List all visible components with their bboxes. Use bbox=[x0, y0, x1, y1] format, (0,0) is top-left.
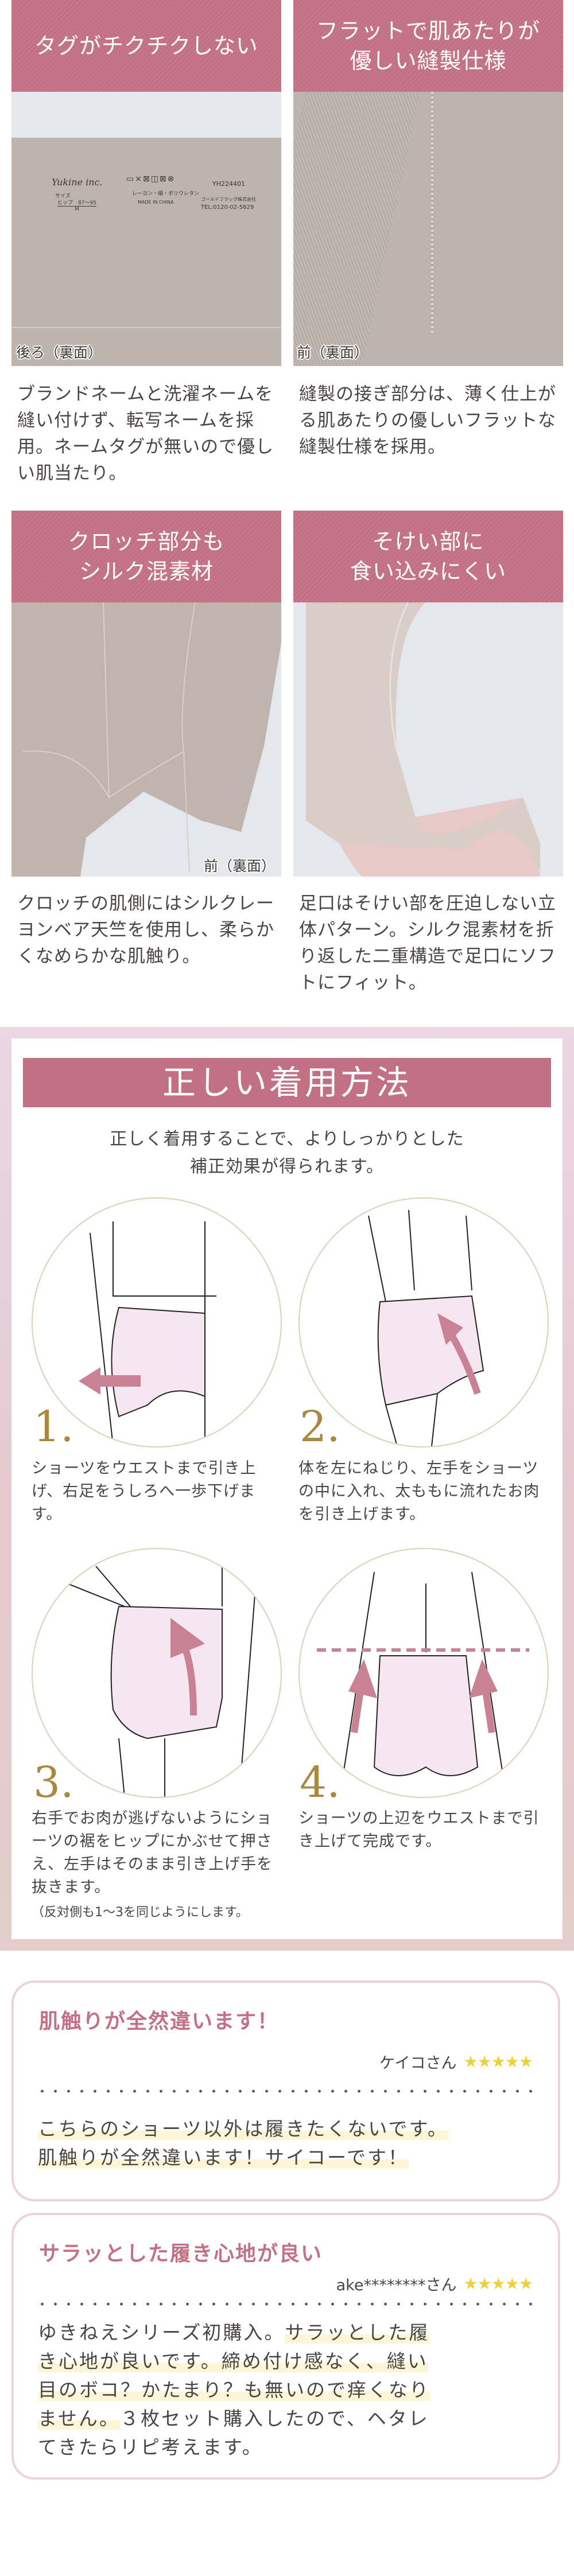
tag-brand: Yukine inc. bbox=[52, 177, 103, 188]
crotch-illustration bbox=[11, 602, 281, 877]
feature-header: タグがチクチクしない bbox=[11, 0, 281, 92]
highlighted-text: 肌触りが全然違います！サイコーです！ bbox=[38, 2146, 409, 2169]
feature-panel-crotch: クロッチ部分も シルク混素材 前（裏面） クロッチの肌側にはシルクレーヨンベア天… bbox=[11, 511, 281, 1004]
star-rating-icon: ★★★★★ bbox=[463, 2274, 533, 2293]
feature-header: フラットで肌あたりが 優しい縫製仕様 bbox=[293, 0, 563, 92]
review-body: ゆきねえシリーズ初購入。サラッとした履 き心地が良いです。締め付け感なく、縫い … bbox=[38, 2318, 543, 2462]
photo-caption: 前（裏面） bbox=[297, 344, 369, 361]
step-number: 1. bbox=[33, 1402, 74, 1452]
star-rating-icon: ★★★★★ bbox=[463, 2052, 533, 2071]
product-photo-seam: 前（裏面） bbox=[293, 92, 563, 366]
step-text: ショーツをウエストまで引き上げ、右足をうしろへ一歩下げます。 bbox=[32, 1460, 257, 1523]
seam-line bbox=[11, 327, 281, 328]
plain-text: ゆきねえシリーズ初購入。 bbox=[38, 2321, 285, 2344]
step-text: ショーツの上辺をウエストまで引き上げて完成です。 bbox=[298, 1810, 540, 1850]
step-1-illustration bbox=[32, 1197, 282, 1447]
highlighted-text: ません。 bbox=[38, 2407, 121, 2430]
feature-description: 縫製の接ぎ部分は、薄く仕上がる肌あたりの優しいフラットな縫製仕様を採用。 bbox=[299, 384, 556, 457]
product-photo-tag: Yukine inc. ▭⨯⊠◫⊠⊗ YH224401 レーヨン・絹・ポリウレタ… bbox=[11, 92, 281, 366]
feature-description: 足口はそけい部を圧迫しない立体パターン。シルク混素材を折り返した二重構造で足口に… bbox=[299, 893, 556, 993]
feature-header: そけい部に 食い込みにくい bbox=[293, 511, 563, 602]
ribbed-fabric bbox=[293, 92, 420, 366]
leg-illustration bbox=[306, 602, 540, 877]
tag-code: YH224401 bbox=[212, 180, 245, 188]
step-2-illustration bbox=[298, 1197, 549, 1447]
reviewer-name: ake********さん bbox=[336, 2277, 457, 2294]
back-view-hand-figure bbox=[67, 1561, 257, 1797]
tag-origin: MADE IN CHINA bbox=[138, 200, 174, 205]
side-view-figure bbox=[79, 1221, 216, 1446]
back-view-complete-figure bbox=[317, 1571, 529, 1797]
feature-description: クロッチの肌側にはシルクレーヨンベア天竺を使用し、柔らかくなめらかな肌触り。 bbox=[17, 893, 274, 967]
tag-size: M bbox=[75, 207, 79, 212]
step-number: 3. bbox=[33, 1758, 74, 1807]
feature-description: ブランドネームと洗濯ネームを縫い付けず、転写ネームを採用。ネームタグが無いので優… bbox=[17, 384, 274, 484]
twist-figure bbox=[368, 1209, 484, 1446]
photo-caption: 後ろ（裏面） bbox=[16, 344, 103, 361]
highlighted-text: サラッとした履 bbox=[285, 2321, 430, 2344]
step-4-illustration bbox=[298, 1548, 549, 1798]
step-number: 4. bbox=[300, 1758, 340, 1807]
review-card: サラッとした履き心地が良い ake********さん ★★★★★ ゆきねえシリ… bbox=[11, 2213, 560, 2480]
review-title: サラッとした履き心地が良い bbox=[39, 2242, 323, 2266]
highlighted-text: き心地が良いです。締め付け感なく、縫い bbox=[38, 2350, 428, 2372]
highlighted-text: こちらのショーツ以外は履きたくないです。 bbox=[38, 2118, 449, 2140]
tag-size-hip: ヒップ 87～95 bbox=[57, 199, 96, 207]
highlighted-text: 目のボコ？かたまり？も無いので痒くなり bbox=[38, 2379, 430, 2401]
care-symbols-icon: ▭⨯⊠◫⊠⊗ bbox=[126, 174, 176, 184]
review-meta: ake********さん ★★★★★ bbox=[336, 2273, 533, 2295]
step-text: 右手でお肉が逃げないようにショーツの裾をヒップにかぶせて押さえ、左手はそのまま引… bbox=[32, 1810, 273, 1896]
howto-box bbox=[11, 1038, 563, 1939]
step-number: 2. bbox=[300, 1402, 340, 1452]
plain-text: ３枚セット購入したので、ヘタレ bbox=[120, 2407, 429, 2430]
howto-subtitle: 正しく着用することで、よりしっかりとした 補正効果が得られます。 bbox=[110, 1129, 464, 1177]
plain-text: てきたらリピ考えます。 bbox=[38, 2436, 263, 2458]
tag-tel: TEL:0120-02-5629 bbox=[201, 204, 254, 211]
printed-tag-label: Yukine inc. ▭⨯⊠◫⊠⊗ YH224401 レーヨン・絹・ポリウレタ… bbox=[46, 161, 264, 218]
step-text: 体を左にねじり、左手をショーツの中に入れ、太ももに流れたお肉を引き上げます。 bbox=[298, 1460, 540, 1523]
tag-size-label: サイズ bbox=[55, 193, 71, 199]
step-3-illustration bbox=[32, 1548, 282, 1798]
dotted-divider bbox=[36, 2302, 536, 2306]
step-note: （反対側も1～3を同じようにします。 bbox=[32, 1905, 249, 1920]
tag-material: レーヨン・絹・ポリウレタン bbox=[132, 191, 200, 197]
dotted-divider bbox=[36, 2089, 536, 2093]
photo-caption: 前（裏面） bbox=[203, 858, 276, 874]
seam-stitch bbox=[431, 92, 433, 333]
review-title: 肌触りが全然違います！ bbox=[39, 2010, 280, 2033]
product-photo-crotch: 前（裏面） bbox=[11, 602, 281, 877]
review-body: こちらのショーツ以外は履きたくないです。 肌触りが全然違います！サイコーです！ bbox=[38, 2115, 543, 2172]
feature-panel-flat-seam: フラットで肌あたりが 優しい縫製仕様 前（裏面） 縫製の接ぎ部分は、薄く仕上がる… bbox=[293, 0, 563, 488]
feature-panel-tag: タグがチクチクしない Yukine inc. ▭⨯⊠◫⊠⊗ YH224401 レ… bbox=[11, 0, 281, 488]
product-photo-leg bbox=[293, 602, 563, 877]
tag-company: ゴールドフラッグ株式会社 bbox=[201, 197, 256, 202]
feature-panel-leg-opening: そけい部に 食い込みにくい 足口はそけい部を圧迫しない立体パターン。シルク混素材… bbox=[293, 511, 563, 1004]
reviewer-name: ケイコさん bbox=[379, 2054, 457, 2072]
howto-title: 正しい着用方法 bbox=[23, 1058, 551, 1107]
review-card: 肌触りが全然違います！ ケイコさん ★★★★★ こちらのショーツ以外は履きたくな… bbox=[11, 1980, 560, 2201]
feature-header: クロッチ部分も シルク混素材 bbox=[11, 511, 281, 602]
review-meta: ケイコさん ★★★★★ bbox=[379, 2050, 533, 2073]
